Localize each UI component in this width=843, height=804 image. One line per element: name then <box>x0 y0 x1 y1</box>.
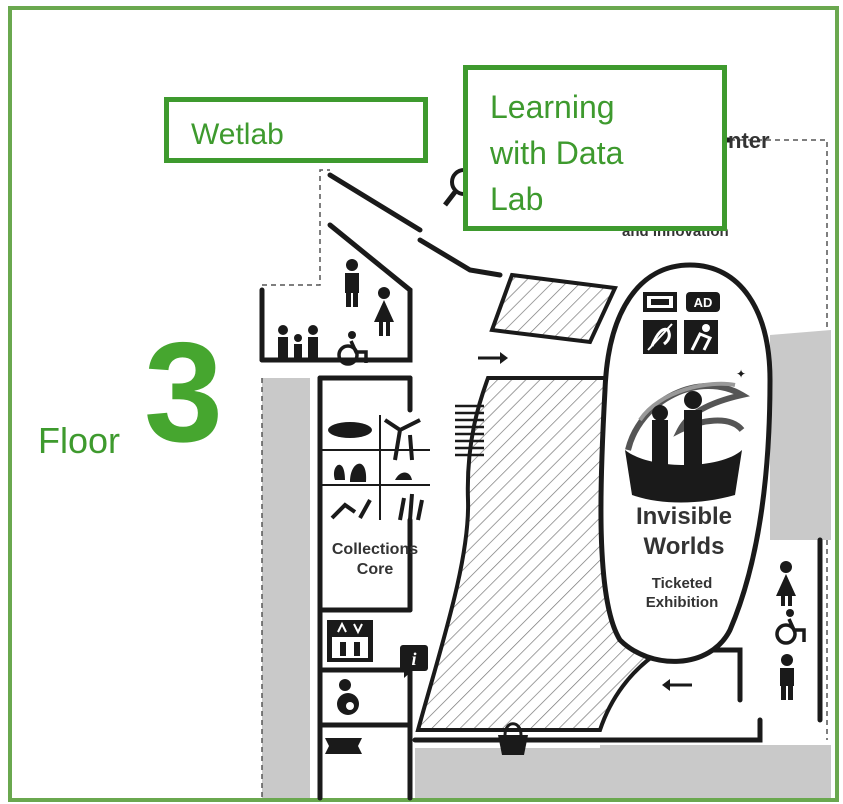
shopping-basket-icon <box>498 722 528 755</box>
wall-bottom <box>415 748 600 798</box>
ticketed-line2: Exhibition <box>646 594 719 611</box>
nursing-room-icon <box>337 679 359 715</box>
collections-label-line1: Collections <box>332 541 418 558</box>
floor-label: Floor <box>38 420 121 461</box>
learning-data-lab-callout: Learning with Data Lab <box>463 65 727 231</box>
restroom-women-icon <box>374 287 394 336</box>
ticket-icon <box>325 738 362 754</box>
restroom-women-icon <box>776 561 796 606</box>
audio-description-icon <box>643 292 677 312</box>
wheelchair-icon <box>337 331 368 366</box>
collections-label-line2: Core <box>357 561 394 578</box>
family-restroom-icon <box>278 325 318 361</box>
wall-bottom-right <box>600 745 831 798</box>
floor-number: 3 <box>144 313 223 472</box>
ticketed-line1: Ticketed <box>652 575 713 592</box>
walls <box>259 137 823 801</box>
restroom-men-icon <box>345 259 359 307</box>
exhibition-title-line1: Invisible <box>636 503 732 530</box>
center-label-partial: nter <box>728 128 770 153</box>
restroom-men-icon <box>780 654 794 700</box>
ad-badge-text: AD <box>694 295 713 310</box>
sign-language-icon <box>684 320 718 354</box>
map-frame <box>8 6 839 802</box>
learning-lab-line1: Learning <box>490 89 615 125</box>
wetlab-label: Wetlab <box>191 118 284 151</box>
svg-text:✦: ✦ <box>736 367 746 381</box>
info-icon: i <box>400 645 428 678</box>
learning-lab-line3: Lab <box>490 181 544 217</box>
exhibition-illustration: ✦ <box>625 367 750 503</box>
svg-text:i: i <box>411 649 416 669</box>
dashed-boundary <box>261 139 828 798</box>
collections-icons <box>328 418 424 521</box>
wall-right-top <box>770 330 831 540</box>
learning-lab-line2: with Data <box>490 135 624 171</box>
arrow-right-icon <box>478 352 508 364</box>
elevator-icon <box>327 620 373 662</box>
assistive-listening-icon <box>643 320 677 354</box>
ad-badge: AD <box>686 292 720 312</box>
arrow-left-icon <box>662 679 692 691</box>
wall-left <box>262 378 310 798</box>
stairs-icon <box>455 404 484 457</box>
wheelchair-icon <box>775 609 806 645</box>
wetlab-callout: Wetlab <box>164 97 428 163</box>
hatched-area-top <box>489 272 618 345</box>
exhibition-title-line2: Worlds <box>644 533 725 560</box>
